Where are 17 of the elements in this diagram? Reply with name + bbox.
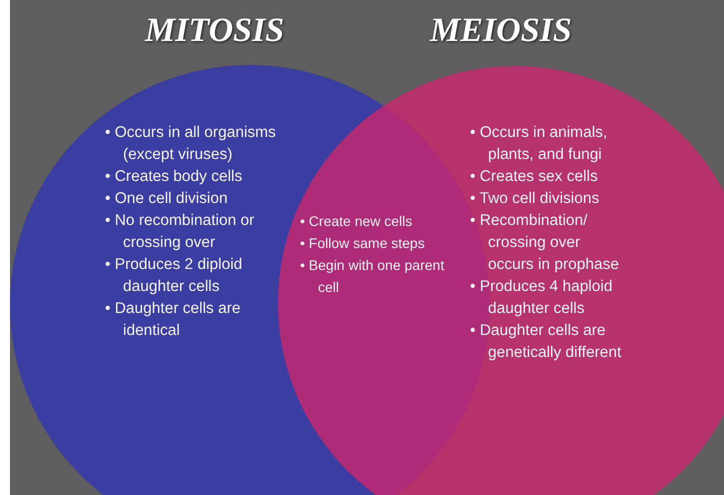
bullet-point: • Create new cells: [300, 212, 414, 231]
bullet-point: • No recombination or crossing over: [105, 211, 256, 253]
set-title: MITOSIS: [145, 12, 284, 50]
bullet-point: • Produces 2 diploid daughter cells: [105, 255, 244, 297]
bullet-point: • Recombination/ crossing over occurs in prophase: [470, 211, 620, 275]
bullet-point: • Daughter cells are genetically different: [470, 321, 622, 363]
bullet-point: • Occurs in all organisms (except viruses): [105, 123, 277, 165]
bullet-point: • Follow same steps: [300, 234, 426, 253]
bullet-point: • One cell division: [105, 189, 229, 209]
bullet-point: • Begin with one parent cell: [300, 256, 446, 297]
set-title: MEIOSIS: [430, 12, 572, 50]
bullet-point: • Two cell divisions: [470, 189, 600, 209]
bullet-point: • Creates sex cells: [470, 167, 599, 187]
bullet-point: • Creates body cells: [105, 167, 244, 187]
bullet-point: • Produces 4 haploid daughter cells: [470, 277, 614, 319]
bullet-point: • Occurs in animals, plants, and fungi: [470, 123, 608, 165]
bullet-point: • Daughter cells are identical: [105, 299, 242, 341]
